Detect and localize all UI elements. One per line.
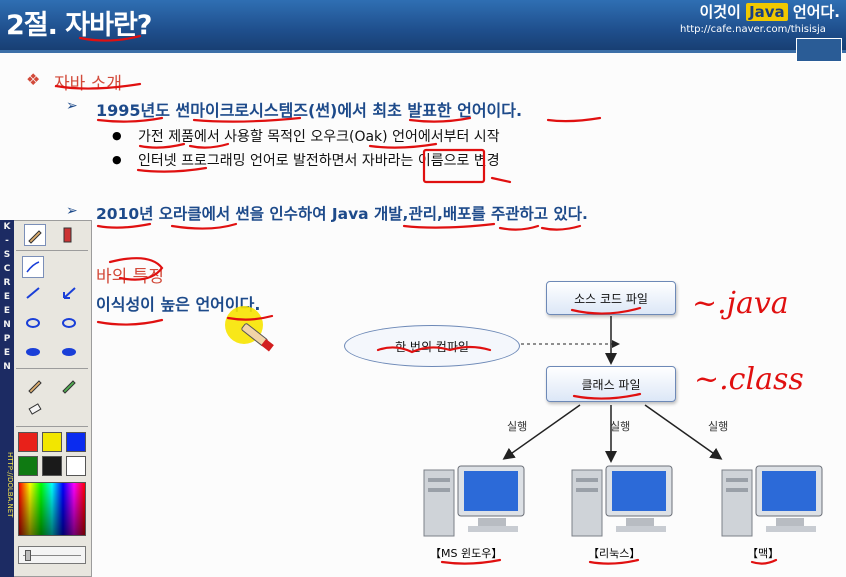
color-black-swatch[interactable] [42,456,62,476]
cafe-url: http://cafe.naver.com/thisisja [680,24,826,35]
pen-tool-button[interactable] [24,224,46,246]
header-divider [0,50,846,53]
eraser-tool-button[interactable] [24,398,46,420]
dot-bullet-icon: ● [112,153,122,166]
screen-pen-url: HTTP://DOLBA.NET [6,452,14,518]
highlighter-blue-button[interactable] [58,310,80,332]
intro-item-2010: 2010년 오라클에서 썬을 인수하여 Java 개발,관리,배포를 주관하고 … [96,205,588,223]
mac-computer-icon [721,465,823,537]
color-blue-swatch[interactable] [66,432,86,452]
header-corner-box [796,38,842,62]
class-extension-note: ~.class [694,362,804,397]
intro-bullet-rename: 인터넷 프로그래밍 언어로 발전하면서 자바라는 이름으로 변경 [138,153,500,169]
os-label-windows: 【MS 윈도우】 [430,547,503,560]
highlighter-tool-button[interactable] [58,374,80,396]
windows-computer-icon [423,465,525,537]
os-label-mac: 【맥】 [747,547,780,560]
page-title: 2절. 자바란? [6,10,152,41]
pen-cursor-icon [225,306,274,352]
color-white-swatch[interactable] [66,456,86,476]
arrow-bullet-icon: ➢ [66,203,78,219]
section-title-features: 바의 특징 [96,267,164,287]
marker-tool-button[interactable] [56,224,78,246]
fill-blue-button[interactable] [22,338,44,360]
slide-header: 2절. 자바란? 이것이 Java 언어다. http://cafe.naver… [0,0,846,50]
linux-computer-icon [571,465,673,537]
pen-thick-blue-button[interactable] [22,310,44,332]
pen-size-slider[interactable] [18,546,86,564]
run-label-mac: 실행 [708,420,729,433]
screen-pen-brand-strip: K - S C R E E N P E N HTTP://DOLBA.NET [0,220,14,577]
source-file-box: 소스 코드 파일 [546,281,676,315]
intro-item-1995: 1995년도 썬마이크로시스템즈(썬)에서 최초 발표한 언어이다. [96,101,523,120]
pen-thin-blue-button[interactable] [22,256,44,278]
slider-thumb[interactable] [25,550,31,561]
run-label-linux: 실행 [610,420,631,433]
fill-blue-alt-button[interactable] [58,338,80,360]
pencil-tool-button[interactable] [24,374,46,396]
intro-bullet-oak: 가전 제품에서 사용할 목적인 오우크(Oak) 언어에서부터 시작 [138,129,500,145]
book-tagline: 이것이 Java 언어다. [699,3,840,21]
color-green-swatch[interactable] [18,456,38,476]
class-file-box: 클래스 파일 [546,366,676,402]
dot-bullet-icon: ● [112,129,122,142]
feature-item-portability: 이식성이 높은 언어이다. [96,295,261,314]
java-badge: Java [746,3,788,21]
run-label-windows: 실행 [507,420,528,433]
arrow-blue-button[interactable] [58,282,80,304]
color-yellow-swatch[interactable] [42,432,62,452]
color-red-swatch[interactable] [18,432,38,452]
pen-medium-blue-button[interactable] [22,282,44,304]
color-picker-gradient[interactable] [18,482,86,536]
arrow-bullet-icon: ➢ [66,98,78,114]
section-marker-icon: ❖ [26,70,41,89]
java-extension-note: ~.java [692,286,789,321]
os-label-linux: 【리눅스】 [588,547,641,560]
